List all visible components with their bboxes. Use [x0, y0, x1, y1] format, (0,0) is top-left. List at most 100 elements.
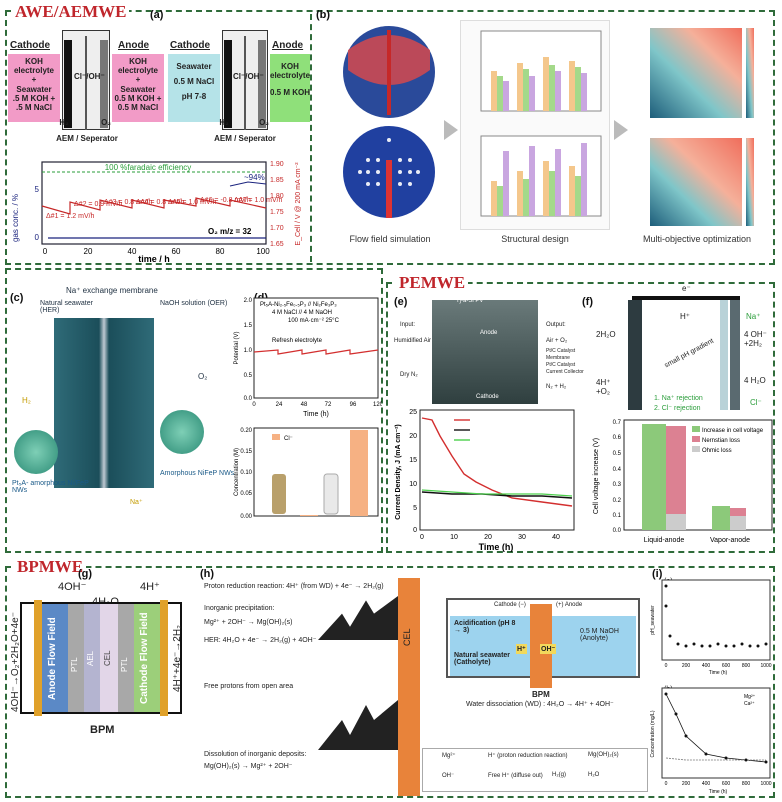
svg-text:1.0: 1.0	[244, 348, 253, 354]
h-cathode: Cathode (−)	[494, 602, 526, 608]
svg-text:Δ#2 = 0.9 mV/h: Δ#2 = 0.9 mV/h	[74, 201, 123, 208]
svg-text:200: 200	[682, 663, 691, 669]
chart-d-bar-yticks: 0.20 0.15 0.10 0.05 0.00	[240, 428, 252, 520]
g-right-bar	[160, 600, 168, 716]
section-awe	[5, 10, 775, 265]
chart-a-xlabel: time / h	[138, 254, 170, 263]
svg-text:60: 60	[172, 247, 181, 256]
bar-anion	[350, 430, 368, 516]
svg-text:0.20: 0.20	[240, 428, 252, 434]
chart-d-concentration: Cl⁻ 0.20 0.15 0.10 0.05 0.00 Concentrati…	[234, 427, 379, 520]
cell1-membrane	[85, 36, 87, 130]
i-b-xticks: 0 200 400 600 800 1000	[665, 781, 772, 787]
g-anode-ff	[42, 604, 68, 712]
svg-text:Δ#7 = 1.0 mV/h: Δ#7 = 1.0 mV/h	[234, 197, 283, 204]
cell1-o2: O₂	[101, 118, 111, 127]
svg-text:24: 24	[276, 402, 283, 408]
cell2-anode-electrode	[258, 40, 266, 128]
svg-text:0.3: 0.3	[613, 482, 622, 488]
i-ph-points	[664, 584, 768, 648]
caption-structural: Structural design	[501, 234, 569, 244]
panel-label-a: (a)	[150, 9, 164, 21]
svg-text:0.05: 0.05	[240, 491, 252, 497]
svg-text:1.5: 1.5	[244, 323, 253, 329]
nw-left-circle	[14, 430, 58, 474]
h-wd: Water dissociation (WD) : 4H₂O → 4H⁺ + 4…	[466, 701, 614, 708]
cell2-anode-box	[270, 54, 310, 122]
chart-d-refresh: Refresh electrolyte	[272, 338, 323, 344]
e-n2h2: N₂ + H₂	[546, 384, 567, 390]
cell2-cathode-header: Cathode	[170, 40, 210, 51]
h-legend-6: H₂O	[588, 772, 600, 778]
bar-vapor-ohmic	[730, 516, 746, 530]
h-natural: Natural seawater (Catholyte)	[454, 652, 511, 666]
f-right-electrode	[730, 300, 740, 410]
i-b-xlabel: Time (h)	[709, 789, 728, 795]
cell1-cathode-box	[8, 54, 60, 122]
g-ptl-left-label: PTL	[70, 657, 79, 672]
svg-text:5: 5	[35, 185, 40, 194]
h-line-4: Free protons from open area	[204, 683, 294, 690]
chart-d-yticks: 2.0 1.5 1.0 0.5 0.0	[244, 298, 253, 402]
chart-a-yticks-left: 5 0	[35, 185, 40, 242]
h-line-5: Dissolution of inorganic deposits:	[204, 751, 307, 758]
svg-text:1.65: 1.65	[270, 241, 284, 248]
svg-text:0: 0	[665, 663, 668, 669]
e-output: Output:	[546, 322, 566, 328]
g-left-rxn: 4OH⁻→O₂+2H₂O+4e⁻	[10, 611, 21, 712]
chart-a-yticks-right: 1.90 1.85 1.80 1.75 1.70 1.65	[270, 161, 284, 248]
svg-text:0.2: 0.2	[613, 498, 622, 504]
e-input: Input:	[400, 322, 416, 328]
e-cathode: Cathode	[476, 394, 499, 400]
chart-a-o2: O₂ m/z = 32	[208, 227, 252, 236]
left-label-c: Natural seawater (HER)	[40, 300, 93, 314]
bar-na	[300, 515, 318, 516]
f-rej2: 2. Cl⁻ rejection	[654, 405, 701, 412]
h-line-3: HER: 4H₂O + 4e⁻ → 2H₂(g) + 4OH⁻	[204, 637, 317, 644]
h-nacl: 0.5 M NaOH (Anolyte)	[580, 628, 619, 642]
chart-d-xticks: 0 24 48 72 96 120	[252, 402, 382, 408]
svg-text:72: 72	[325, 402, 332, 408]
g-ptl-right-label: PTL	[120, 657, 129, 672]
svg-text:20: 20	[409, 433, 417, 440]
cell2-membrane-label: AEM / Seperator	[214, 134, 276, 143]
svg-text:0.7: 0.7	[613, 420, 622, 426]
svg-text:Δ#4 = 0.8 mV/h: Δ#4 = 0.8 mV/h	[136, 199, 185, 206]
chart-d-legend-1: 4 M NaCl // 4 M NaOH	[272, 310, 332, 316]
svg-text:0: 0	[252, 402, 256, 408]
chart-d-legend-0: Pt₅A-Ni₂.₅Fe₀.₅P₃ // Ni₂Fe₃P₃	[260, 302, 337, 308]
chart-e-xlabel: Time (h)	[479, 542, 514, 552]
h-line-1: Inorganic precipitation:	[204, 605, 275, 612]
i-a-xticks: 0 200 400 600 800 1000	[665, 663, 772, 669]
h-legend-1: H⁺ (proton reduction reaction)	[488, 753, 568, 759]
g-cel	[100, 604, 118, 712]
svg-text:800: 800	[742, 663, 751, 669]
g-cathode-ff	[134, 604, 160, 712]
svg-text:15: 15	[409, 457, 417, 464]
f-rej1: 1. Na⁺ rejection	[654, 395, 703, 402]
nw-left-label: Pt₅A- amorphous Ni/FeP NWs	[12, 480, 89, 494]
right-label-c: NaOH solution (OER)	[160, 300, 228, 307]
svg-text:600: 600	[722, 663, 731, 669]
o2-label-c: O₂	[198, 372, 208, 381]
f-na: Na⁺	[746, 312, 761, 321]
panel-label-e: (e)	[394, 296, 408, 308]
g-cel-label: CEL	[103, 650, 112, 666]
chart-i-conc: Mg²⁺ Ca²⁺ 0 200 400 600 800 1000 Time (h…	[650, 687, 772, 795]
svg-text:0: 0	[43, 247, 48, 256]
panel-label-c: (c)	[10, 292, 24, 304]
svg-text:400: 400	[702, 781, 711, 787]
cell2-ion: Cl⁻/OH⁻	[233, 72, 264, 81]
f-legend-1: Nernstian loss	[702, 438, 740, 444]
svg-text:1.90: 1.90	[270, 161, 284, 168]
h-cel-bar	[398, 578, 420, 796]
f-frame	[632, 296, 740, 300]
svg-text:0.15: 0.15	[240, 449, 252, 455]
svg-text:1.80: 1.80	[270, 193, 284, 200]
h2-label-c: H₂	[22, 396, 31, 405]
panel-label-i: (i)	[652, 568, 663, 580]
section-title-awe: AWE/AEMWE	[12, 2, 130, 22]
chart-a-ylabel-right: E_Cell / V @ 200 mA cm⁻²	[295, 162, 302, 246]
h-legend-3: OH⁻	[442, 773, 455, 779]
